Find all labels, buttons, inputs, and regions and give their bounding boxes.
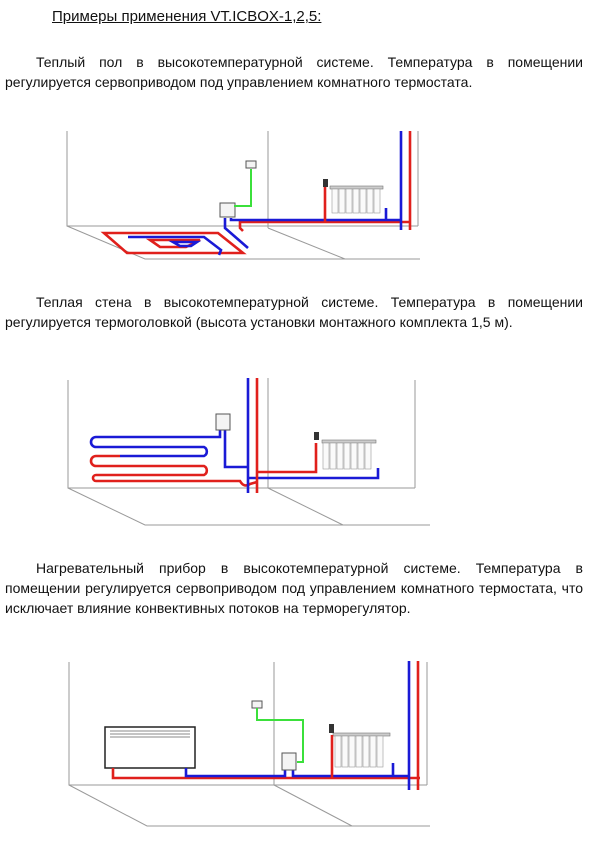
page-title: Примеры применения VT.ICBOX-1,2,5: — [52, 8, 322, 25]
room-thermostat — [245, 160, 257, 169]
room-walls — [66, 131, 420, 260]
radiator — [323, 179, 384, 214]
thermostat-wire — [234, 169, 252, 207]
wall-coil — [89, 428, 258, 487]
radiator — [329, 724, 391, 768]
convector — [104, 726, 196, 769]
room-thermostat — [251, 700, 263, 709]
manifold-box — [215, 413, 231, 431]
manifold-box — [219, 202, 236, 218]
radiator — [314, 432, 377, 470]
thermostat-wire — [256, 708, 304, 763]
manifold-box — [281, 752, 297, 771]
section-2-text: Теплая стена в высокотемпературной систе… — [5, 294, 583, 330]
section-3-text: Нагревательный прибор в высокотемператур… — [5, 560, 583, 616]
section-1-text: Теплый пол в высокотемпературной системе… — [5, 54, 583, 90]
